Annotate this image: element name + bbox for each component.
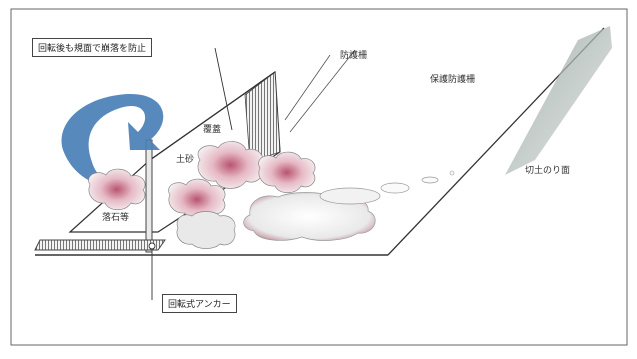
post xyxy=(145,139,153,253)
label-protection-fence: 保護防護柵 xyxy=(430,75,476,85)
label-fence-upper: 防護柵 xyxy=(340,51,368,61)
base-plate xyxy=(34,239,166,251)
cover-hatch xyxy=(244,71,281,163)
fence-line-a xyxy=(284,54,331,121)
debris-clouds xyxy=(88,141,455,249)
top-callout: 回転後も規面で崩落を防止 xyxy=(32,38,153,57)
anchor-callout: 回転式アンカー xyxy=(162,294,237,313)
rotation-arrow xyxy=(61,94,164,188)
outer-border xyxy=(10,8,628,346)
top-callout-leader xyxy=(214,47,233,131)
fence-line-b xyxy=(289,49,356,133)
label-cover: 覆蓋 xyxy=(203,125,222,135)
cover-top-edge xyxy=(149,71,276,161)
slope-hatch xyxy=(505,26,612,175)
label-debris-upper: 土砂 xyxy=(176,155,195,165)
label-fallen-rock: 落石等 xyxy=(102,213,130,223)
anchor-point xyxy=(148,242,156,250)
label-cut-slope: 切土のり面 xyxy=(525,166,571,176)
